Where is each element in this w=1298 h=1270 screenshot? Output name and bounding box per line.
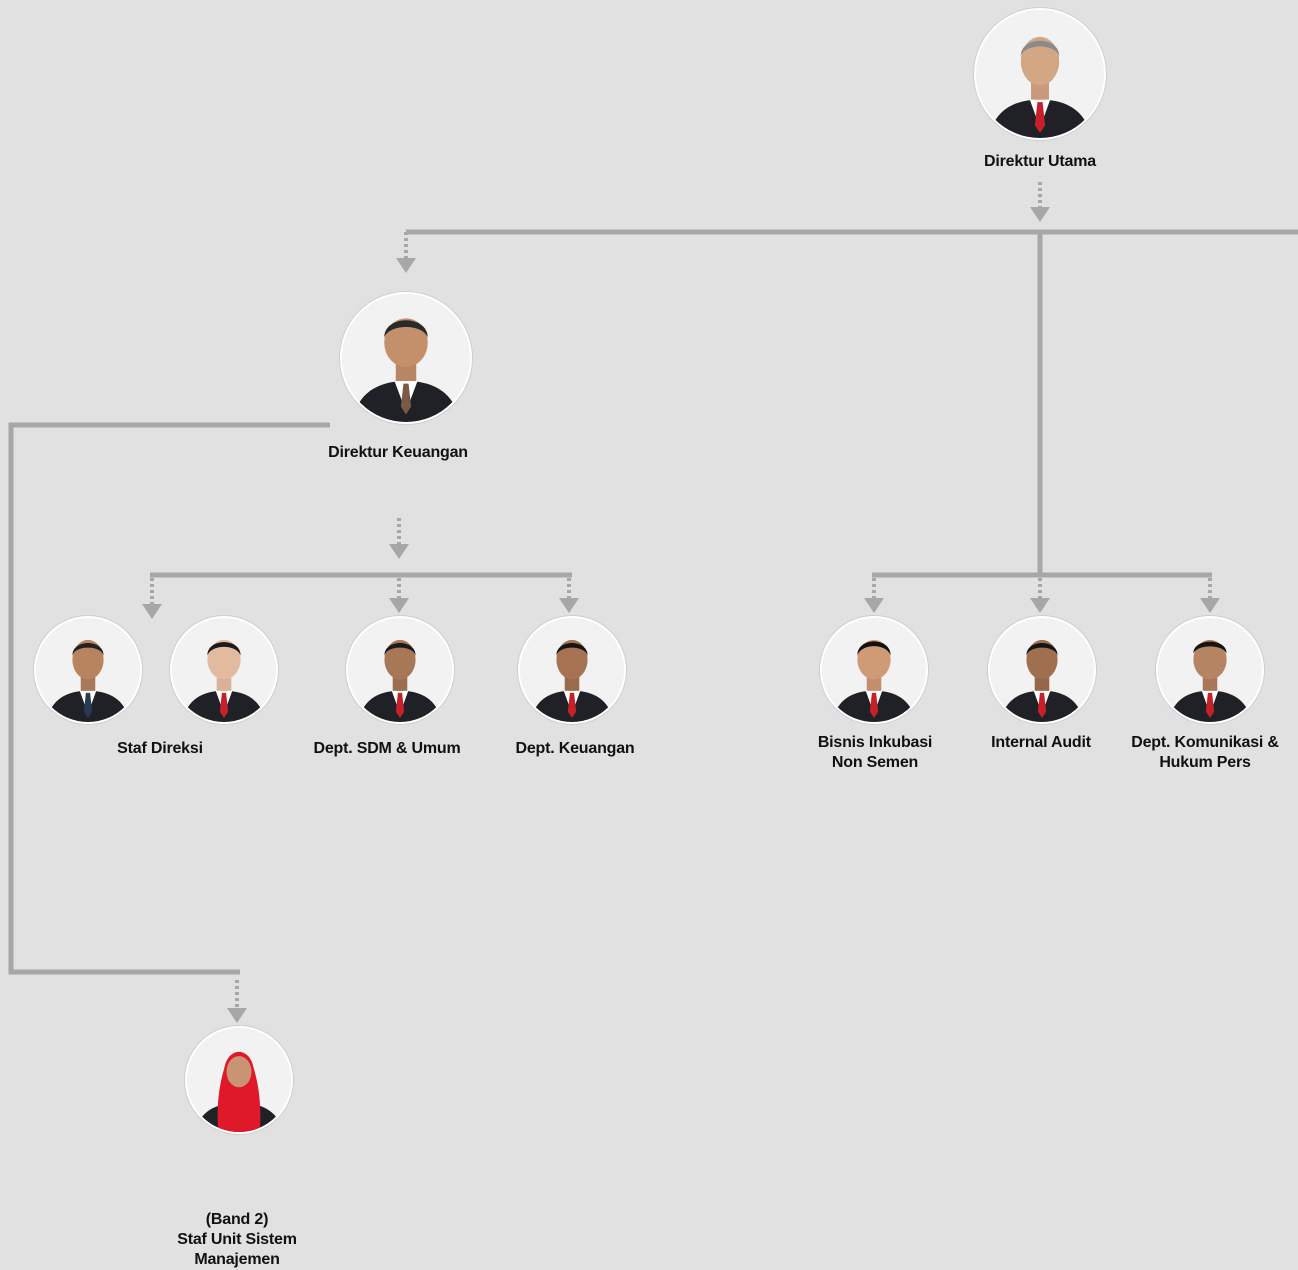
label-staf-direksi: Staf Direksi bbox=[117, 740, 203, 757]
avatar-direktur-keuangan bbox=[340, 292, 472, 424]
avatar-internal-audit bbox=[988, 616, 1096, 724]
avatar-bisnis-inkubasi bbox=[820, 616, 928, 724]
portrait-icon bbox=[1158, 618, 1262, 722]
portrait-icon bbox=[342, 294, 470, 422]
avatar-staf-direksi-2 bbox=[170, 616, 278, 724]
connector-arrowhead bbox=[396, 258, 416, 273]
label-dept-sdm: Dept. SDM & Umum bbox=[313, 740, 461, 757]
portrait-icon bbox=[348, 618, 452, 722]
portrait-icon bbox=[172, 618, 276, 722]
label-direktur-utama: Direktur Utama bbox=[984, 153, 1096, 170]
portrait-icon bbox=[822, 618, 926, 722]
connector-arrowhead bbox=[227, 1008, 247, 1023]
connector-arrowhead bbox=[1030, 598, 1050, 613]
connector-arrowhead bbox=[559, 598, 579, 613]
connector-arrowhead bbox=[389, 544, 409, 559]
label-dept-keuangan: Dept. Keuangan bbox=[515, 740, 635, 757]
portrait-icon bbox=[36, 618, 140, 722]
avatar-direktur-utama bbox=[974, 8, 1106, 140]
portrait-icon bbox=[520, 618, 624, 722]
avatar-dept-keuangan bbox=[518, 616, 626, 724]
avatar-dept-sdm bbox=[346, 616, 454, 724]
label-dept-komunikasi: Dept. Komunikasi & Hukum Pers bbox=[1131, 734, 1279, 771]
avatar-staf-unit-sistem bbox=[185, 1026, 293, 1134]
label-internal-audit: Internal Audit bbox=[991, 734, 1091, 751]
portrait-icon bbox=[976, 10, 1104, 138]
label-bisnis-inkubasi: Bisnis Inkubasi Non Semen bbox=[817, 734, 933, 771]
connector-arrowhead bbox=[864, 598, 884, 613]
avatar-dept-komunikasi bbox=[1156, 616, 1264, 724]
portrait-icon bbox=[990, 618, 1094, 722]
avatar-staf-direksi-1 bbox=[34, 616, 142, 724]
connector-arrowhead bbox=[389, 598, 409, 613]
label-staf-unit-sistem: (Band 2) Staf Unit Sistem Manajemen bbox=[177, 1211, 297, 1268]
portrait-icon bbox=[187, 1028, 291, 1132]
connector-line bbox=[8, 422, 330, 975]
connector-arrowhead bbox=[1030, 207, 1050, 222]
connector-arrowhead bbox=[142, 604, 162, 619]
label-direktur-keuangan: Direktur Keuangan bbox=[328, 444, 468, 461]
connector-arrowhead bbox=[1200, 598, 1220, 613]
